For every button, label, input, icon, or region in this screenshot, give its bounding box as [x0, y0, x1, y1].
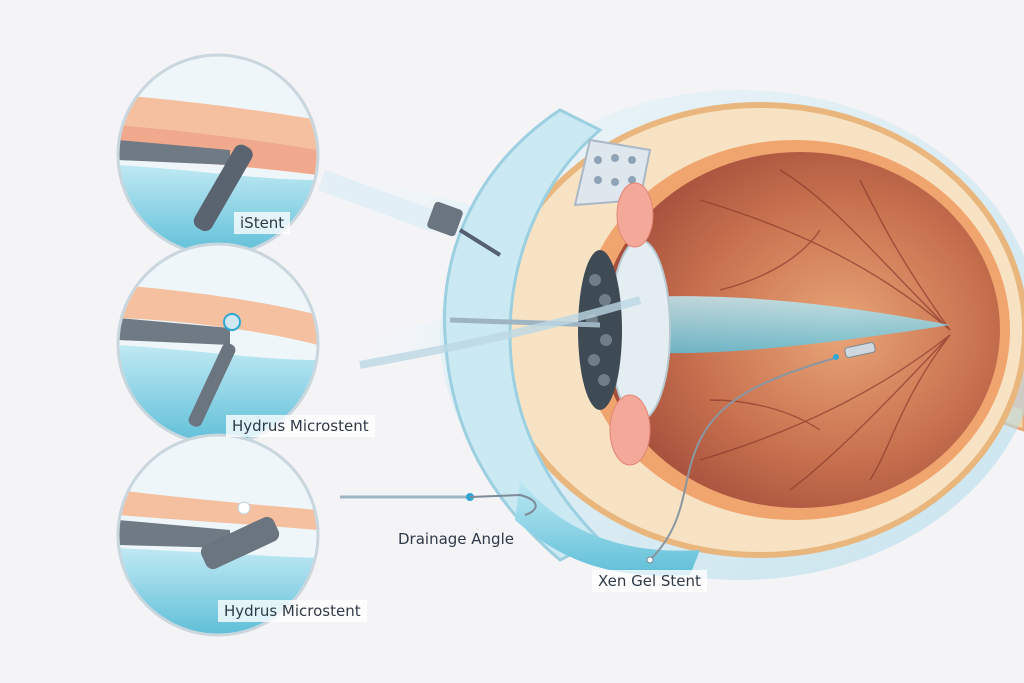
light-beam [315, 315, 460, 375]
label-istent: iStent [234, 212, 290, 234]
xen-dot [833, 354, 839, 360]
xen-leader-end [647, 557, 653, 563]
label-drainage-angle: Drainage Angle [392, 528, 520, 550]
label-xen-gel-stent: Xen Gel Stent [592, 570, 707, 592]
iris [578, 250, 622, 410]
label-hydrus-bottom: Hydrus Microstent [218, 600, 367, 622]
label-hydrus-top: Hydrus Microstent [226, 415, 375, 437]
